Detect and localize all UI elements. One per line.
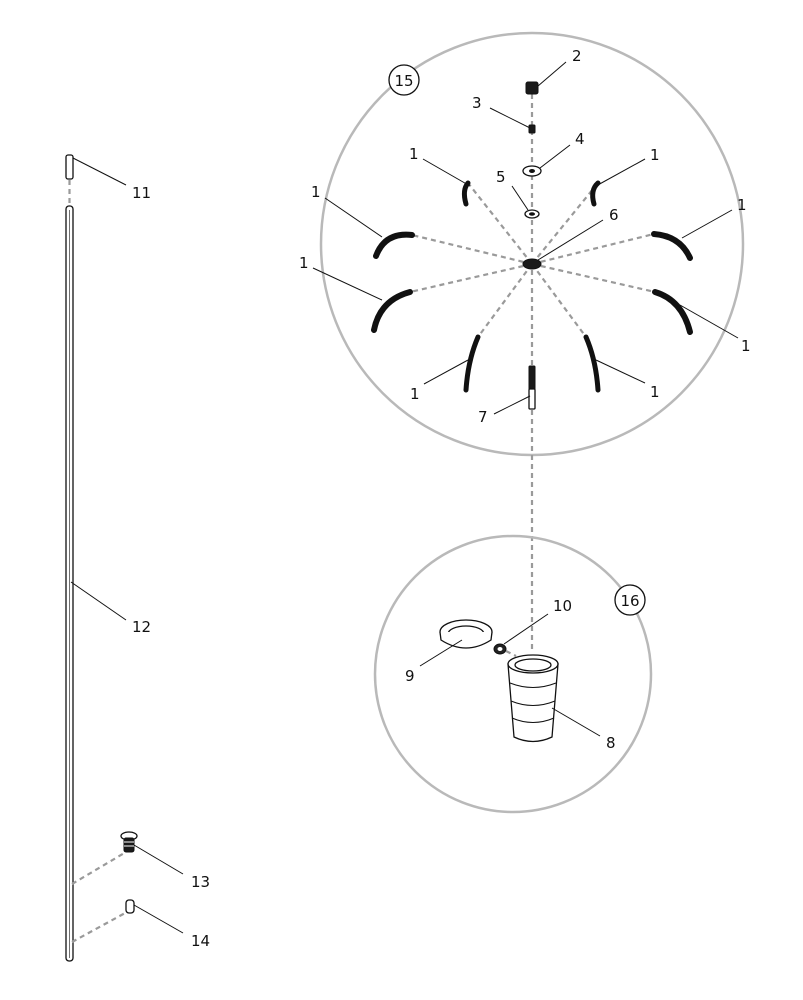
spokes: [409, 94, 656, 653]
callout-1: 1: [650, 383, 660, 401]
callout-1: 1: [311, 183, 321, 201]
blade: [463, 334, 481, 393]
callout-1: 1: [299, 254, 309, 272]
callout-5: 5: [496, 168, 506, 186]
pole-assembly: [65, 154, 138, 962]
left-callouts: 11 12 13 14: [70, 157, 210, 950]
callout-6: 6: [609, 206, 619, 224]
pole-top-cap: [65, 154, 74, 180]
callout-13: 13: [191, 873, 210, 891]
detail-16-callouts: 10 9 8: [405, 597, 616, 752]
callout-2: 2: [572, 47, 582, 65]
spacer: [528, 124, 536, 134]
callout-1: 1: [741, 337, 751, 355]
hub-stack: [522, 81, 542, 410]
cup: [507, 654, 559, 743]
blade: [651, 231, 693, 261]
blade: [373, 231, 415, 259]
detail-15-callouts: 2 3 4 5 6 7 1 1 1 1 1 1 1 1: [299, 47, 751, 426]
callout-1: 1: [737, 196, 747, 214]
blade: [583, 334, 601, 393]
callout-10: 10: [553, 597, 572, 615]
blade: [461, 180, 471, 207]
callout-3: 3: [472, 94, 482, 112]
callout-7: 7: [478, 408, 488, 426]
detail-label-16: 16: [620, 592, 639, 610]
callout-9: 9: [405, 667, 415, 685]
base-parts: [439, 619, 559, 743]
detail-16: 16: [373, 534, 653, 814]
top-nut: [525, 81, 539, 95]
callout-14: 14: [191, 932, 210, 950]
callout-12: 12: [132, 618, 151, 636]
callout-1: 1: [410, 385, 420, 403]
blades: [371, 180, 693, 393]
pole-screw: [120, 831, 138, 853]
callout-1: 1: [409, 145, 419, 163]
callout-1: 1: [650, 146, 660, 164]
pole-pin: [125, 899, 135, 914]
hub: [522, 258, 542, 270]
shaft: [528, 365, 536, 391]
blade: [590, 180, 601, 207]
dish: [439, 619, 493, 649]
blade: [652, 289, 693, 335]
callout-4: 4: [575, 130, 585, 148]
detail-label-15: 15: [394, 72, 413, 90]
callout-8: 8: [606, 734, 616, 752]
blade: [371, 289, 413, 333]
callout-11: 11: [132, 184, 151, 202]
